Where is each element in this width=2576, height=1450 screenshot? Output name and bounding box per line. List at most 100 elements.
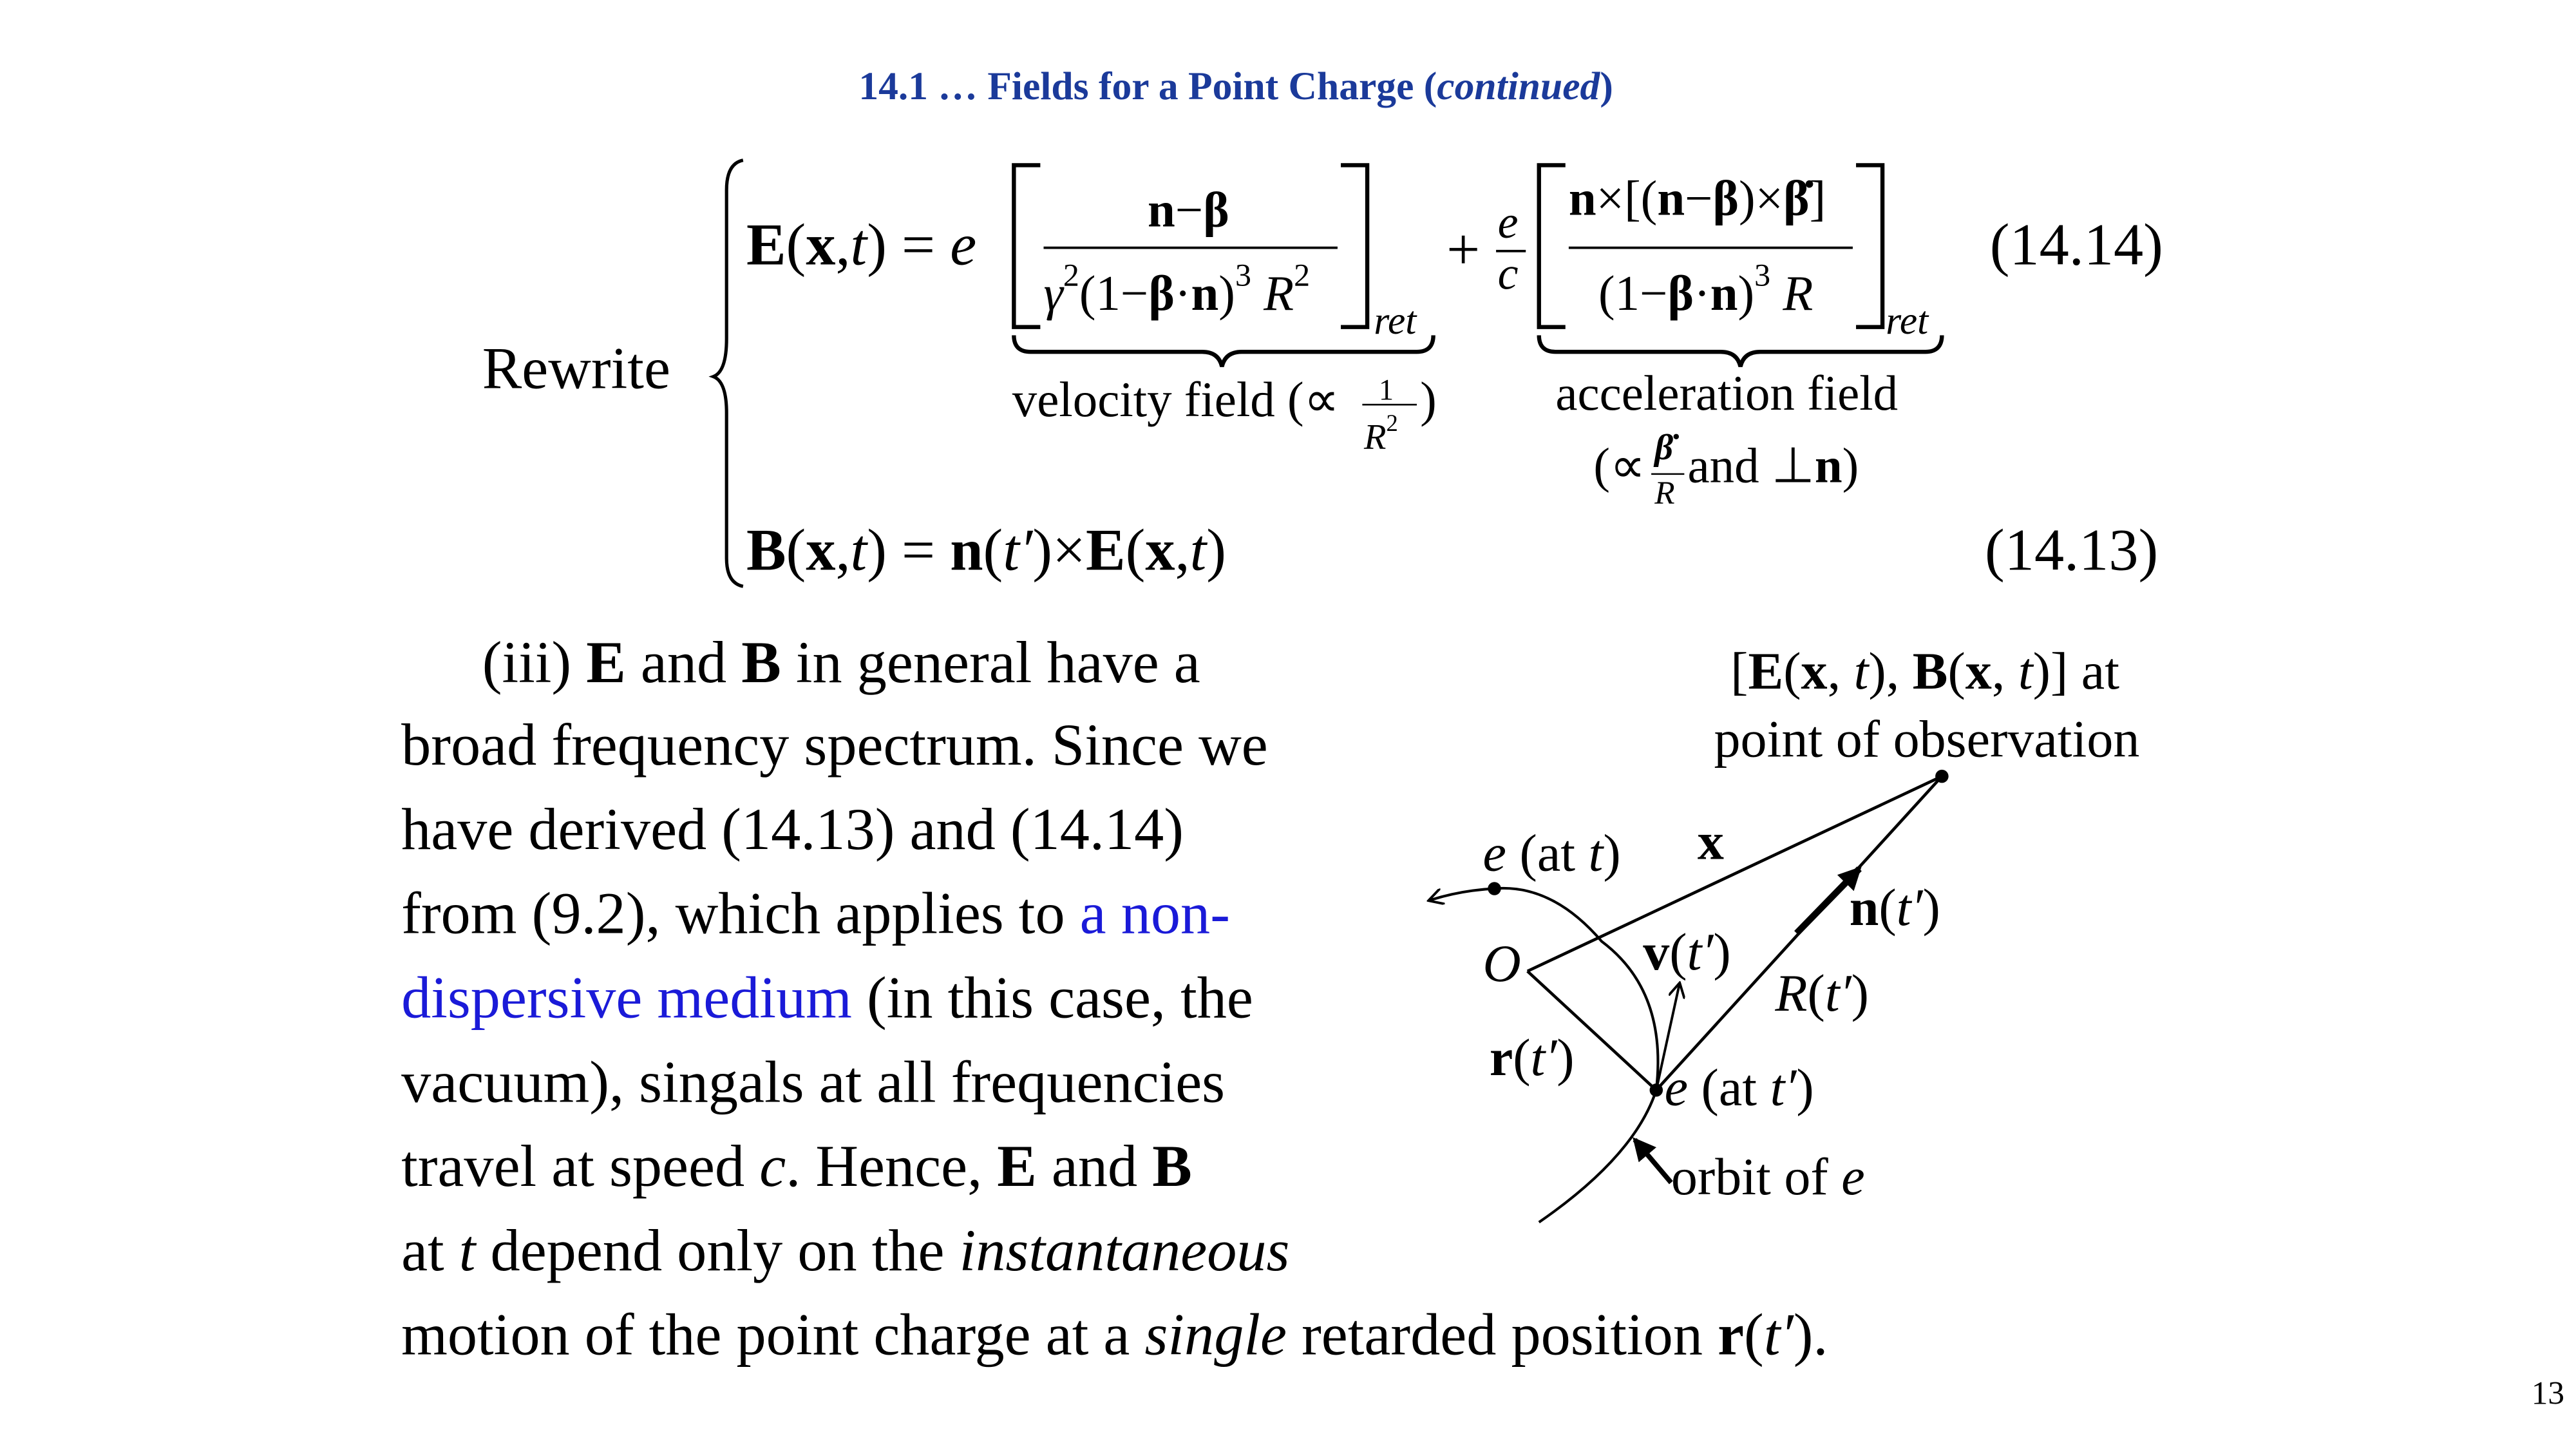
text-segment: [ — [1730, 640, 1748, 701]
accel-frac-num: β̇ — [1654, 426, 1674, 468]
text-segment: E — [1086, 517, 1126, 584]
text-segment: B — [1152, 1132, 1192, 1199]
text-segment: ( — [786, 517, 806, 584]
text-segment: depend only on the — [475, 1217, 960, 1284]
text-segment: n — [1814, 439, 1842, 494]
paragraph-line: motion of the point charge at a single r… — [401, 1305, 1828, 1364]
text-segment: retarded position — [1286, 1301, 1718, 1368]
text-segment: , — [1175, 517, 1190, 584]
orbit-label: orbit of e — [1671, 1150, 1865, 1203]
n-unit-vector-arrow — [1794, 866, 1862, 936]
b-field-equation: B(x,t) = n(t′)×E(x,t) — [746, 520, 1226, 580]
text-segment: e — [1664, 1057, 1689, 1117]
text-segment: single — [1144, 1301, 1287, 1368]
text-segment: R — [1264, 267, 1294, 322]
text-segment: ( — [1783, 640, 1801, 701]
text-segment: t — [850, 517, 867, 584]
text-segment: e — [1841, 1146, 1865, 1206]
charge-at-t-label: e (at t) — [1483, 826, 1621, 879]
text-segment: at — [401, 1217, 459, 1284]
origin-label: O — [1482, 933, 1521, 993]
text-segment: n — [1849, 877, 1879, 937]
text-segment: β — [1667, 267, 1694, 322]
text-segment: ), — [1868, 640, 1913, 701]
text-segment: vacuum), singals at all frequencies — [401, 1049, 1226, 1115]
text-segment: ( — [1807, 962, 1825, 1023]
text-segment: ) — [1851, 962, 1869, 1023]
text-segment: t′ — [1824, 962, 1852, 1023]
text-segment: n — [950, 517, 983, 584]
acceleration-field-label: acceleration field — [1555, 367, 1899, 421]
rewrite-label: Rewrite — [482, 335, 670, 402]
text-segment: t — [459, 1217, 476, 1284]
velocity-field-label: velocity field (∝ — [1012, 376, 1340, 426]
link-text[interactable]: dispersive medium — [401, 964, 852, 1031]
accel-open: (∝ — [1593, 439, 1645, 494]
text-segment: , — [835, 517, 851, 584]
text-segment: γ — [1043, 267, 1063, 322]
velocity-frac-num: 1 — [1379, 373, 1394, 406]
text-segment: and ⊥ — [1687, 439, 1815, 494]
v-vector-label: v(t′) — [1643, 925, 1730, 978]
text-segment: ( — [1125, 517, 1146, 584]
text-segment: )] at — [2032, 640, 2120, 701]
slide-title: 14.1 … Fields for a Point Charge (contin… — [858, 68, 1613, 108]
accel-frac-den: R — [1654, 475, 1675, 512]
text-segment: orbit of — [1671, 1146, 1842, 1206]
paragraph-line: from (9.2), which applies to a non- — [401, 884, 1230, 943]
text-segment: ) — [1922, 877, 1940, 937]
text-segment: x — [1965, 640, 1992, 701]
page-number: 13 — [2531, 1375, 2565, 1413]
text-segment: t′ — [1770, 1057, 1797, 1117]
paragraph-line: vacuum), singals at all frequencies — [401, 1052, 1225, 1111]
v-vector-arrow — [1654, 984, 1680, 1091]
text-segment: t′ — [1530, 1027, 1557, 1087]
text-segment: 3 — [1754, 259, 1771, 294]
plus-sign: + — [1446, 216, 1481, 283]
R-vector-label: R(t′) — [1775, 966, 1869, 1019]
text-segment: travel at speed — [401, 1132, 760, 1199]
paragraph-line: dispersive medium (in this case, the — [401, 968, 1253, 1027]
equation-number-14-13: (14.13) — [1985, 517, 2159, 584]
text-segment: n — [1191, 267, 1219, 322]
text-segment: ) — [1557, 1027, 1575, 1087]
text-segment: . Hence, — [786, 1132, 998, 1199]
text-segment: ) — [1738, 267, 1755, 322]
text-segment: c — [759, 1132, 786, 1199]
text-segment: ×[( — [1596, 171, 1658, 227]
link-text[interactable]: a non- — [1079, 880, 1230, 947]
text-segment: n — [1568, 171, 1596, 227]
bracket-right-2 — [1856, 163, 1885, 329]
charge-at-t-point — [1488, 882, 1501, 895]
text-segment: (1− — [1598, 267, 1668, 322]
velocity-denominator: γ2(1−β·n)3 R2 — [1043, 259, 1311, 322]
text-segment: B — [746, 517, 786, 584]
text-segment: 3 — [1235, 259, 1251, 294]
text-segment: t — [850, 211, 867, 278]
text-segment: ( — [1423, 66, 1437, 110]
text-segment: t′ — [1003, 517, 1033, 584]
text-segment: B — [1912, 640, 1948, 701]
text-segment: r — [1718, 1301, 1745, 1368]
text-segment: n — [1710, 267, 1738, 322]
charge-at-tprime-label: e (at t′) — [1665, 1060, 1814, 1113]
text-segment: )× — [1032, 517, 1086, 584]
velocity-numerator: n−β — [1148, 183, 1229, 238]
velocity-close-paren: ) — [1420, 373, 1437, 428]
text-segment: β — [1148, 267, 1175, 322]
text-segment: 14.1 … Fields for a Point Charge — [858, 66, 1424, 110]
text-segment: · — [1174, 267, 1191, 322]
text-segment: R — [1775, 962, 1808, 1023]
bracket-right-1 — [1341, 163, 1370, 329]
text-segment: B — [741, 629, 781, 696]
text-segment: β — [1203, 183, 1229, 238]
acceleration-numerator: n×[(n−β)×β̇] — [1569, 175, 1826, 225]
text-segment: t — [1588, 822, 1604, 882]
left-curly-brace — [708, 158, 744, 588]
e-field-lhs: E(x,t) = e — [746, 215, 976, 274]
text-segment: e — [1482, 822, 1506, 882]
text-segment: from (9.2), which applies to — [401, 880, 1080, 947]
text-segment: ) — [1603, 822, 1621, 882]
observation-label-line2: point of observation — [1714, 708, 2140, 768]
